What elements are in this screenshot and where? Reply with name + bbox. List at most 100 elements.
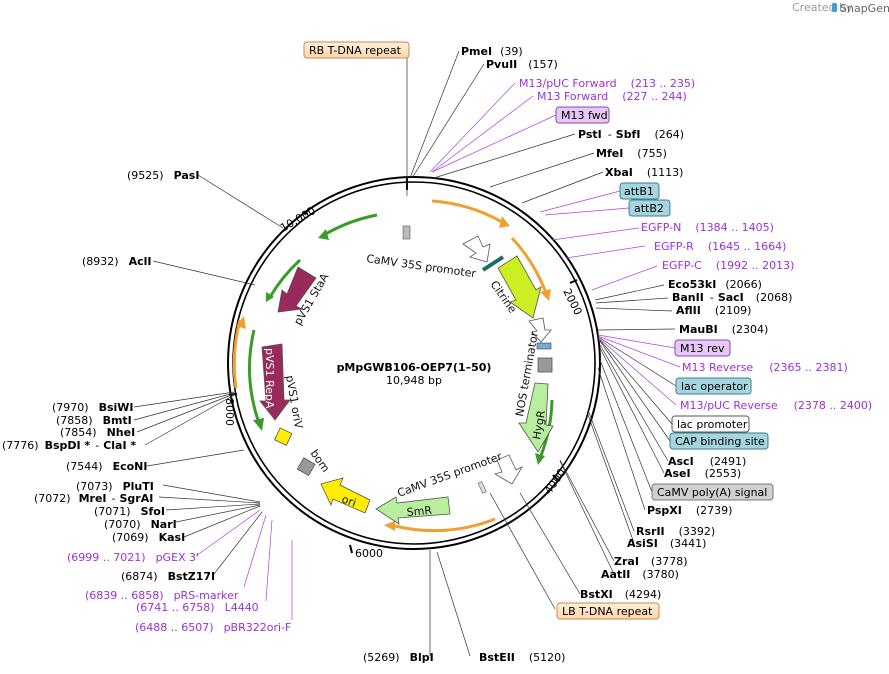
arc-arrowhead-staa — [318, 229, 329, 240]
box-cap-site-label: CAP binding site — [675, 435, 765, 448]
feature-camv35s-bottom-arrow — [493, 454, 524, 485]
site-rsrii: RsrII(3392) — [636, 525, 715, 538]
site-bstz17i: (6874)BstZ17I — [121, 570, 215, 583]
site-aflii: AflII(2109) — [676, 304, 751, 317]
tick-6000 — [349, 544, 353, 554]
feature-hygr — [518, 382, 554, 453]
arc-arrowhead-oriv — [253, 418, 264, 431]
site-zrai: ZraI(3778) — [614, 555, 688, 568]
box-cap-site — [669, 432, 769, 450]
site-nari: (7070)NarI — [104, 518, 177, 531]
site-kasi: (7069)KasI — [112, 531, 185, 544]
site-acli: (8932)AclI — [82, 255, 151, 268]
site-pluti: (7073)PluTI — [76, 480, 154, 493]
feature-bom — [296, 457, 316, 477]
leader-lines — [133, 50, 681, 657]
primer-egfp-r: EGFP-R(1645 .. 1664) — [654, 240, 786, 253]
box-lac-operator-label: lac operator — [681, 380, 748, 393]
arc-arrowhead-2 — [540, 289, 551, 301]
feature-attb-site — [481, 255, 505, 272]
primer-m13-forward: M13 Forward(227 .. 244) — [537, 90, 687, 103]
feature-arc-oriv — [248, 329, 260, 421]
site-psti-sbfi: PstI-SbfI(264) — [578, 128, 684, 141]
box-attb1 — [619, 182, 660, 200]
site-blpi: (5269)BlpI — [363, 651, 434, 664]
box-lac-operator — [675, 377, 752, 395]
site-nhei: (7854)NheI — [60, 426, 135, 439]
box-m13-rev-label: M13 rev — [680, 342, 725, 355]
box-lac-promoter — [671, 415, 750, 433]
box-lb-tdna-label: LB T-DNA repeat — [562, 605, 653, 618]
box-lac-promoter-label: lac promoter — [677, 418, 748, 431]
label-camv35s-bottom: CaMV 35S promoter — [396, 450, 505, 500]
site-xbai: XbaI(1113) — [605, 166, 683, 179]
feature-rb-marker — [402, 225, 411, 240]
primer-l4440: (6741 .. 6758)L4440 — [136, 601, 259, 614]
box-m13-fwd — [555, 106, 610, 124]
label-ori: ori — [340, 493, 358, 510]
primer-pgex3: (6999 .. 7021)pGEX 3' — [67, 551, 199, 564]
feature-lac-site — [536, 342, 552, 350]
primer-egfp-n: EGFP-N(1384 .. 1405) — [641, 221, 774, 234]
tick-label-8000: 8000 — [223, 398, 236, 426]
label-hygr: HygR — [530, 409, 548, 441]
box-m13-fwd-label: M13 fwd — [561, 109, 608, 122]
sites-bottom: BstEII(5120) (5269)BlpI — [363, 651, 565, 664]
box-lb-tdna — [556, 602, 660, 620]
site-bspdi-clai: (7776)BspDI *-ClaI * — [2, 439, 136, 452]
feature-smr — [375, 496, 451, 525]
site-mrei-sgrai: (7072)MreI-SgrAI — [34, 492, 153, 505]
tick-label-2000: 2000 — [560, 286, 584, 317]
feature-small-marker — [477, 481, 487, 494]
snapgene-logo-icon — [832, 3, 837, 12]
box-camv-polya — [651, 483, 774, 501]
primer-m13-reverse: M13 Reverse(2365 .. 2381) — [682, 361, 848, 374]
primer-egfp-c: EGFP-C(1992 .. 2013) — [662, 259, 794, 272]
box-attb2 — [628, 199, 671, 217]
box-rb-tdna — [303, 41, 410, 59]
feature-citrine — [497, 255, 542, 319]
site-econi: (7544)EcoNI — [66, 460, 147, 473]
feature-ori — [320, 477, 371, 514]
box-m13-rev — [674, 339, 731, 357]
feature-camv35s-top-arrow — [462, 235, 491, 263]
site-asei: AseI(2553) — [664, 467, 741, 480]
arc-arrowhead-1 — [499, 216, 510, 228]
primer-m13puc-reverse: M13/pUC Reverse(2378 .. 2400) — [680, 399, 872, 412]
box-camv-polya-label: CaMV poly(A) signal — [657, 486, 767, 499]
site-banii-saci: BanII-SacI(2068) — [672, 291, 792, 304]
box-rb-tdna-label: RB T-DNA repeat — [309, 44, 402, 57]
features — [232, 178, 554, 533]
feature-arc-tdna-1 — [431, 199, 503, 224]
site-bstxi: BstXI(4294) — [580, 588, 661, 601]
label-camv35s-top: CaMV 35S promoter — [366, 252, 478, 280]
box-attb1-label: attB1 — [624, 185, 654, 198]
site-bsiwi: (7970)BsiWI — [52, 401, 134, 414]
feature-connector-arrow — [528, 317, 552, 343]
tick-2000 — [569, 279, 578, 284]
box-attb2-label: attB2 — [634, 202, 664, 215]
feature-arc-bottom-orange — [394, 517, 496, 533]
site-pasi: (9525)PasI — [127, 169, 199, 182]
primer-pbr322ori-f: (6488 .. 6507)pBR322ori-F — [135, 621, 291, 634]
site-asisi: AsiSI(3441) — [627, 537, 706, 550]
feature-arc-staa — [323, 213, 378, 237]
site-bsteii: BstEII(5120) — [479, 651, 565, 664]
feature-oriv-box — [274, 427, 293, 446]
site-sfoi: (7071)SfoI — [94, 505, 165, 518]
primer-m13puc-forward: M13/pUC Forward(213 .. 235) — [519, 77, 695, 90]
feature-boxes: RB T-DNA repeat LB T-DNA repeat M13 fwd … — [303, 41, 774, 620]
created-by-text: Created by — [792, 1, 853, 14]
site-pspxi: PspXI(2739) — [647, 504, 732, 517]
site-aatii: AatII(3780) — [601, 568, 679, 581]
brand-header: Created by SnapGene — [792, 1, 889, 15]
arc-arrowhead-bottom — [384, 521, 395, 531]
snapgene-brand-text: SnapGene — [840, 2, 889, 15]
site-pmei: PmeI(39) — [461, 45, 523, 58]
arc-arrowhead-left-orange — [236, 316, 246, 329]
site-asci: AscI(2491) — [668, 455, 746, 468]
backbone-outer-ring — [227, 176, 601, 550]
feature-pvs1-staa — [277, 266, 317, 313]
feature-arc-left-orange — [232, 319, 242, 389]
